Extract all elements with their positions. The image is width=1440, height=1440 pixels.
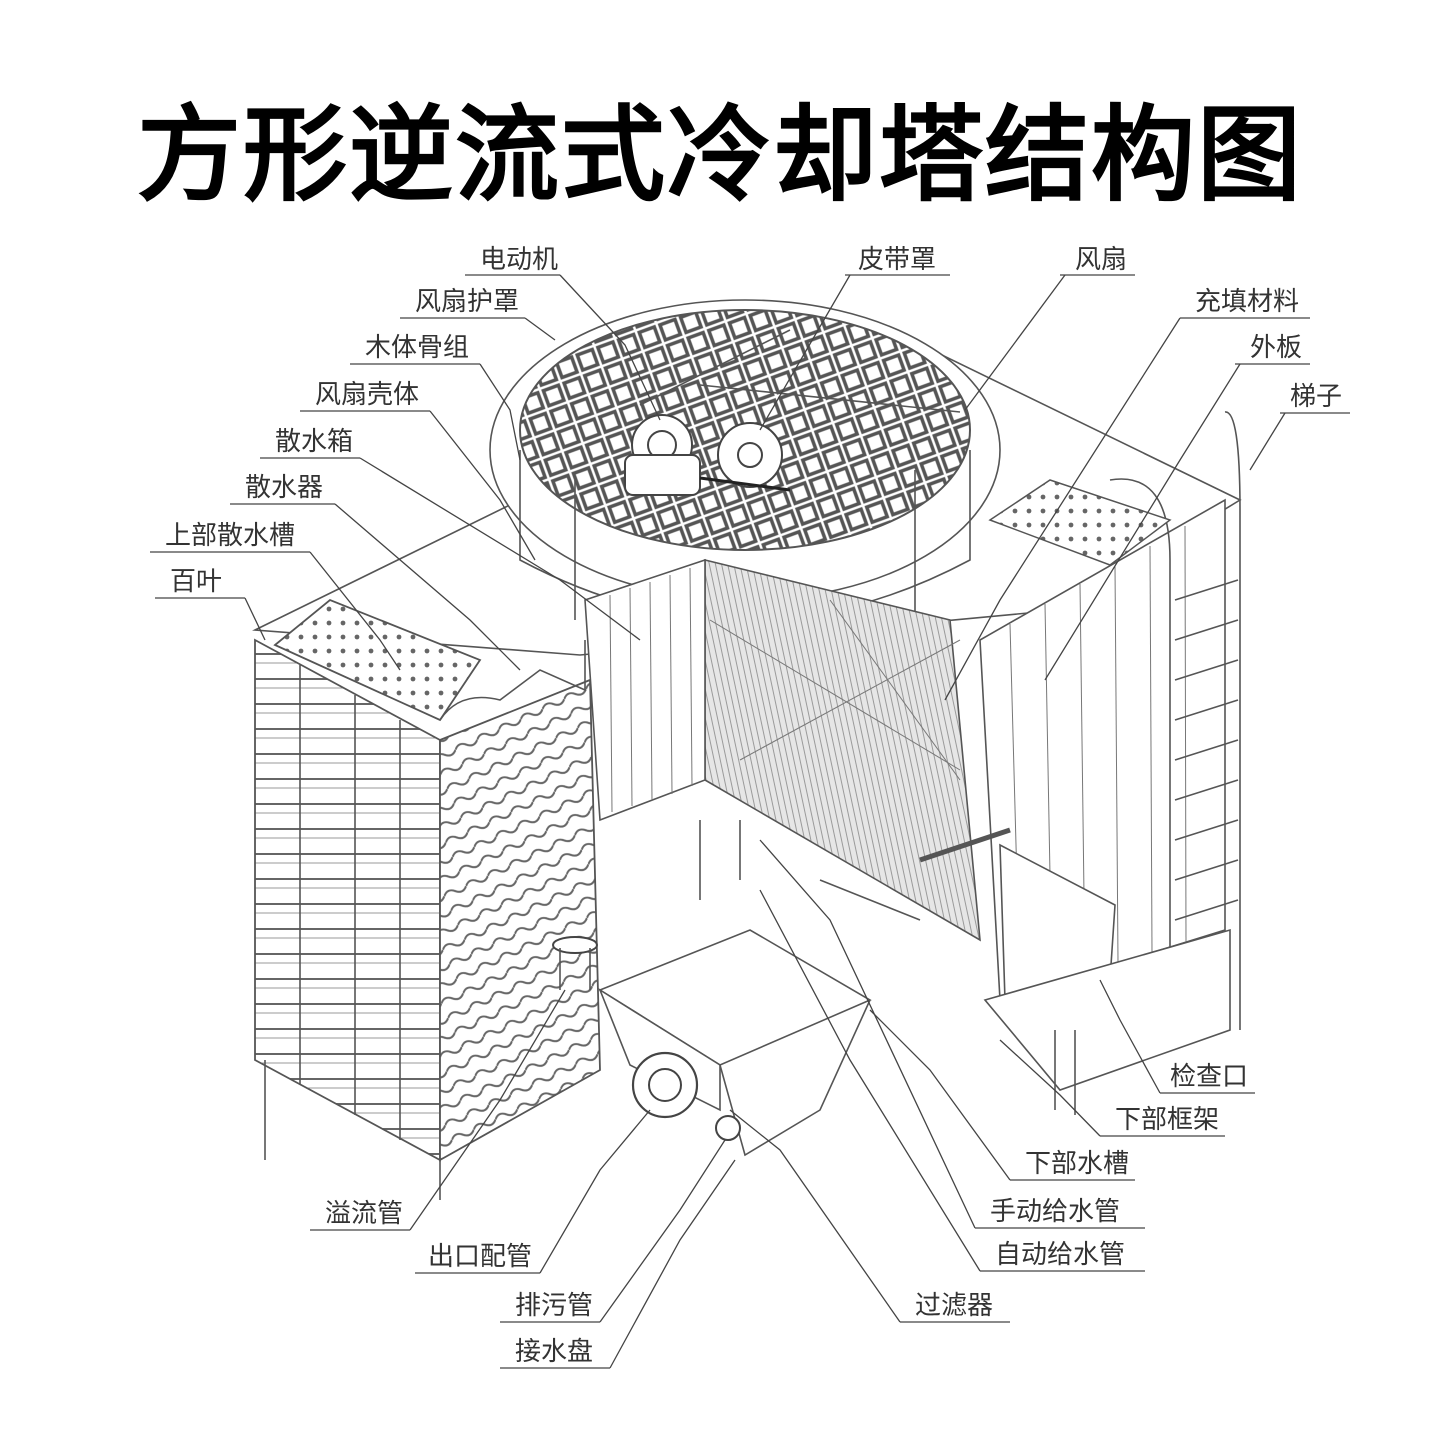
label-wood-frame: 木体骨组 <box>350 330 521 461</box>
label-auto-makeup: 自动给水管 <box>759 889 1145 1273</box>
svg-text:风扇护罩: 风扇护罩 <box>415 287 519 317</box>
svg-text:散水器: 散水器 <box>245 473 323 503</box>
label-upper-basin: 上部散水槽 <box>150 518 401 671</box>
tower-body <box>252 299 1242 1200</box>
label-strainer: 过滤器 <box>729 1109 1010 1324</box>
labels: 电动机 皮带罩 风扇 风扇护罩 充填材料 木体骨组 <box>150 242 1350 1370</box>
svg-text:电动机: 电动机 <box>480 245 558 275</box>
label-belt-cover: 皮带罩 <box>759 242 950 431</box>
label-lower-basin: 下部水槽 <box>869 1009 1135 1182</box>
svg-text:皮带罩: 皮带罩 <box>858 245 936 275</box>
ladder <box>1109 411 1241 1050</box>
louver-face <box>254 638 441 1162</box>
label-outer-panel: 外板 <box>1044 330 1310 681</box>
upper-basin <box>273 598 482 722</box>
belt-cover <box>717 422 783 488</box>
label-inspection-door: 检查口 <box>1099 979 1255 1095</box>
svg-text:下部框架: 下部框架 <box>1115 1105 1219 1135</box>
svg-text:百叶: 百叶 <box>170 567 222 597</box>
label-drain-pipe: 排污管 <box>500 1139 726 1324</box>
label-louver: 百叶 <box>155 564 266 641</box>
label-ladder: 梯子 <box>1249 379 1350 471</box>
svg-text:排污管: 排污管 <box>515 1291 593 1321</box>
svg-text:出口配管: 出口配管 <box>428 1242 532 1272</box>
label-manual-makeup: 手动给水管 <box>759 839 1145 1230</box>
svg-text:过滤器: 过滤器 <box>915 1291 993 1321</box>
wave-fill <box>439 678 601 1162</box>
label-fan-guard: 风扇护罩 <box>400 284 556 341</box>
svg-text:自动给水管: 自动给水管 <box>995 1240 1125 1270</box>
svg-text:梯子: 梯子 <box>1290 382 1342 412</box>
svg-text:接水盘: 接水盘 <box>515 1337 593 1367</box>
label-fan-shell: 风扇壳体 <box>300 377 536 561</box>
svg-text:检查口: 检查口 <box>1170 1062 1248 1092</box>
label-outlet-pipe: 出口配管 <box>415 1109 651 1275</box>
svg-text:外板: 外板 <box>1250 333 1302 363</box>
label-drip-tray: 接水盘 <box>500 1159 736 1370</box>
page-title: 方形逆流式冷却塔结构图 <box>136 94 1303 216</box>
label-motor: 电动机 <box>465 242 661 421</box>
label-sprinkler: 散水器 <box>230 470 521 671</box>
svg-text:充填材料: 充填材料 <box>1195 287 1299 317</box>
svg-text:散水箱: 散水箱 <box>275 427 353 457</box>
svg-text:下部水槽: 下部水槽 <box>1025 1149 1129 1179</box>
label-overflow-pipe: 溢流管 <box>310 989 566 1232</box>
label-fill-material: 充填材料 <box>944 284 1310 701</box>
label-fan: 风扇 <box>964 242 1135 411</box>
label-distribution-box: 散水箱 <box>260 424 641 641</box>
outlet-flange <box>631 1051 699 1119</box>
svg-text:木体骨组: 木体骨组 <box>365 333 469 363</box>
svg-text:上部散水槽: 上部散水槽 <box>165 521 295 551</box>
label-lower-frame: 下部框架 <box>999 1039 1225 1138</box>
svg-text:风扇: 风扇 <box>1075 245 1127 275</box>
lower-frame <box>983 928 1231 1091</box>
svg-text:溢流管: 溢流管 <box>325 1199 403 1229</box>
svg-text:风扇壳体: 风扇壳体 <box>315 380 419 410</box>
svg-text:手动给水管: 手动给水管 <box>990 1197 1120 1227</box>
